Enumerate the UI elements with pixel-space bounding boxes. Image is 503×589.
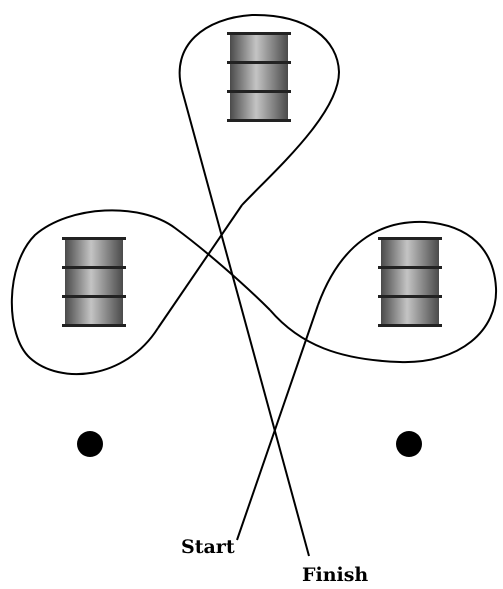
barrel-icon xyxy=(230,32,288,122)
finish-leg-line xyxy=(181,89,310,557)
start-label: Start xyxy=(181,536,235,558)
barrel-top xyxy=(227,32,291,122)
crossover-to-left-line xyxy=(157,204,243,329)
finish-label: Finish xyxy=(302,564,368,586)
right-dot xyxy=(396,431,422,457)
barrel-icon xyxy=(381,237,439,327)
crossover-to-right-line xyxy=(269,220,498,364)
barrel-right xyxy=(378,237,442,327)
left-dot xyxy=(77,431,103,457)
top-barrel-loop xyxy=(178,13,341,206)
barrel-left xyxy=(62,237,126,327)
barrel-icon xyxy=(65,237,123,327)
race-path xyxy=(10,13,498,557)
start-leg-line xyxy=(236,304,319,541)
left-barrel-loop xyxy=(10,209,271,376)
